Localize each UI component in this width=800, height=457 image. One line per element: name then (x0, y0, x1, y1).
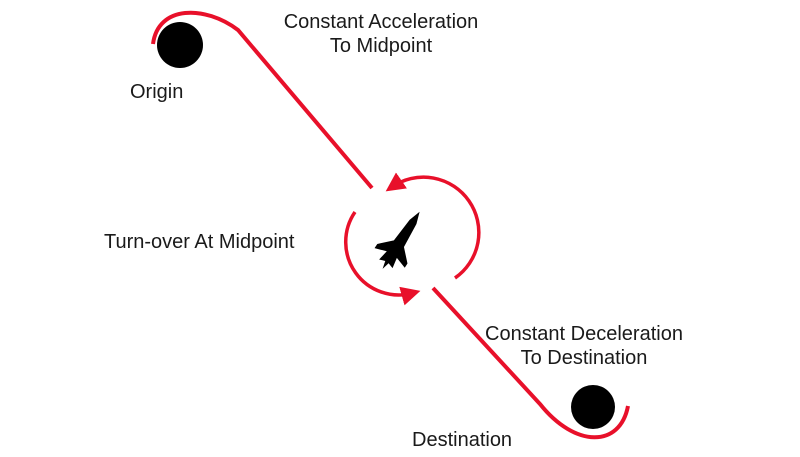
rocket-ship-icon (374, 211, 420, 269)
origin-label: Origin (130, 81, 184, 103)
destination-body (571, 385, 615, 429)
deceleration-label: Constant Deceleration To Destination (466, 322, 702, 370)
turnover-arc-bottom (344, 211, 421, 306)
acceleration-label: Constant Acceleration To Midpoint (252, 10, 510, 58)
acceleration-label-line2: To Midpoint (329, 35, 433, 57)
origin-body (157, 22, 203, 68)
turnover-label: Turn-over At Midpoint (104, 231, 295, 253)
destination-label: Destination (412, 429, 513, 451)
turnover-arc-top (385, 172, 481, 280)
deceleration-path (431, 286, 630, 440)
deceleration-label-line1: Constant Deceleration (485, 323, 683, 345)
deceleration-label-line2: To Destination (520, 347, 648, 369)
acceleration-path (151, 10, 374, 190)
acceleration-label-line1: Constant Acceleration (283, 11, 479, 33)
